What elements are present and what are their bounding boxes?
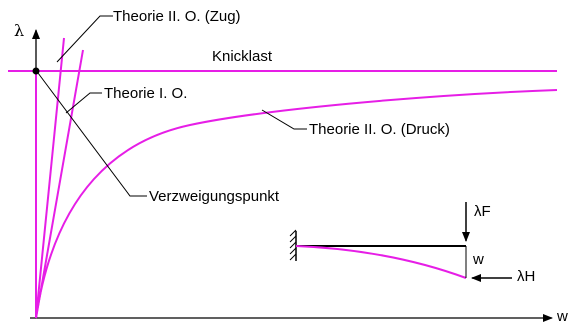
cantilever-sketch: w λF λH (289, 202, 535, 285)
support-hatching (289, 229, 297, 261)
theorie-1-curve (35, 49, 84, 319)
verzweigungspunkt-dot (32, 67, 40, 75)
leader-verzweigungspunkt (37, 72, 147, 197)
force-horizontal-label: λH (517, 268, 535, 285)
label-theorie-2-zug: Theorie II. O. (Zug) (113, 8, 241, 25)
label-verzweigungspunkt: Verzweigungspunkt (149, 188, 280, 205)
deformed-beam (295, 245, 467, 279)
leader-theorie-1 (65, 92, 102, 114)
x-axis-label: w (556, 308, 568, 325)
theorie-2-zug-curve (35, 37, 65, 319)
knicklast-label: Knicklast (212, 48, 273, 65)
leader-theorie-2-zug (56, 15, 113, 63)
label-theorie-2-druck: Theorie II. O. (Druck) (309, 121, 450, 138)
y-axis-label: λ (14, 21, 24, 40)
theorie-2-druck-curve (35, 89, 558, 319)
label-theorie-1: Theorie I. O. (104, 85, 187, 102)
force-vertical-label: λF (474, 203, 491, 220)
leader-theorie-2-druck (261, 109, 307, 130)
deflection-label: w (472, 251, 484, 268)
